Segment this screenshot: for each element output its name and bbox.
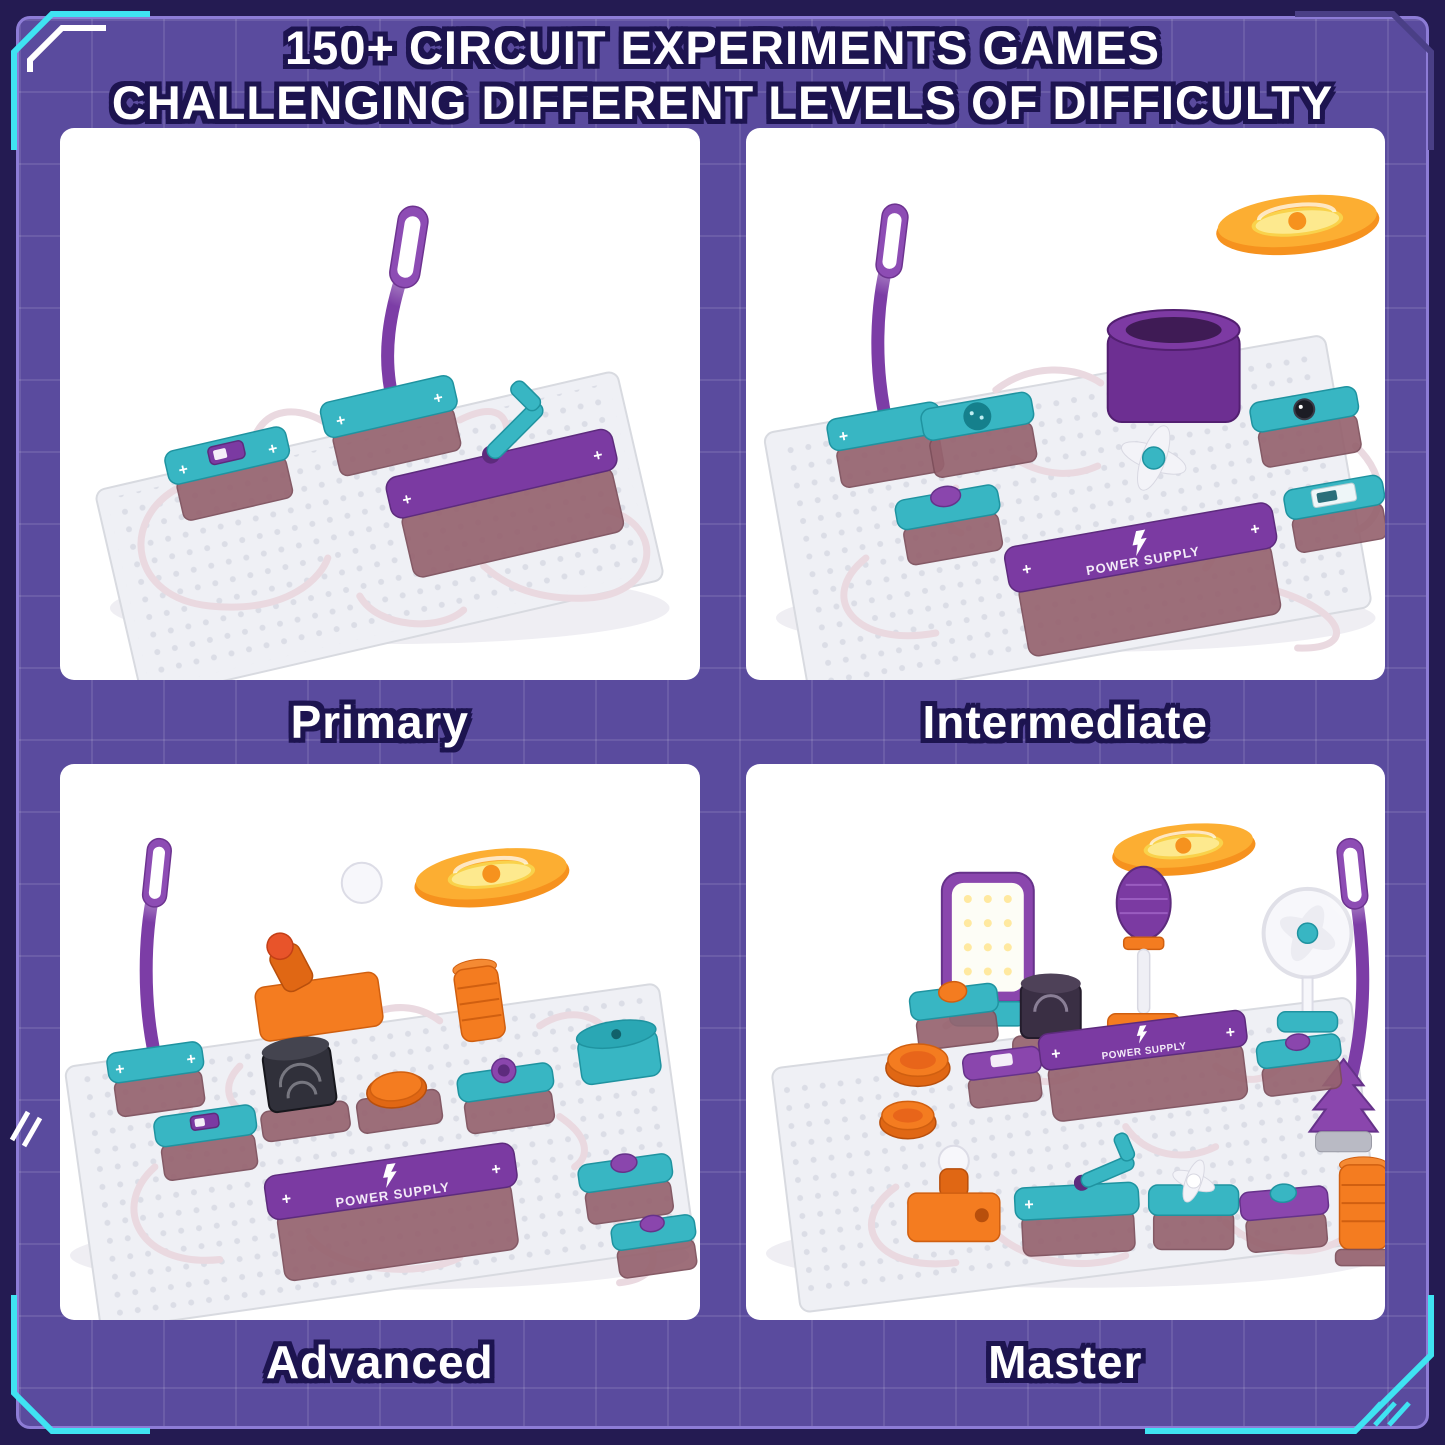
levels-grid: + + + + + + — [60, 128, 1385, 1404]
master-kit-photo: + — [765, 823, 1385, 1313]
plus-mark: + — [1249, 521, 1261, 539]
display-block — [1282, 474, 1385, 554]
drum-block — [575, 1019, 662, 1086]
pillar-block — [1334, 1156, 1385, 1267]
button-block — [1238, 1183, 1329, 1253]
hand-fan-block — [1261, 886, 1354, 1033]
edge-tick-marks-icon — [9, 1110, 43, 1148]
ball-launcher-block — [906, 1144, 1001, 1243]
headline-line-2: CHALLENGING DIFFERENT LEVELS OF DIFFICUL… — [111, 76, 1334, 130]
master-photo-panel: + — [745, 764, 1385, 1320]
usb-lamp — [366, 188, 452, 407]
plus-mark: + — [334, 412, 347, 431]
speaker-block — [919, 391, 1037, 478]
plus-mark: + — [266, 440, 279, 459]
level-label-intermediate: Intermediate — [922, 696, 1209, 748]
lamp-base-block: + + — [106, 1041, 206, 1118]
plus-mark: + — [281, 1190, 293, 1209]
plus-mark: + — [490, 1160, 502, 1179]
flying-disc — [414, 848, 570, 908]
level-card-master: + — [745, 764, 1385, 1404]
level-card-primary: + + + + + + — [60, 128, 700, 764]
corner-accent-top-right-icon — [1295, 11, 1434, 150]
dome-button-block — [908, 980, 999, 1051]
crank-handle-icon — [1073, 1132, 1135, 1191]
lightning-bolt-icon — [383, 1163, 397, 1189]
dome-button-block — [355, 1071, 444, 1134]
plus-mark: + — [1020, 561, 1032, 579]
flying-disc — [1215, 194, 1379, 256]
plus-mark: + — [177, 461, 190, 480]
plus-mark: + — [114, 1060, 126, 1079]
primary-photo-panel: + + + + + + — [60, 128, 700, 680]
plus-mark: + — [837, 428, 849, 446]
pillar-block — [452, 958, 506, 1043]
crank-handle-icon — [482, 380, 544, 464]
launcher-block — [254, 932, 384, 1042]
mini-fan-block — [1147, 1159, 1239, 1251]
camera-block — [1248, 385, 1362, 468]
crank-power-block: + + — [385, 380, 625, 578]
knob-block — [456, 1057, 556, 1135]
corner-accent-bottom-right-icon — [1145, 1295, 1434, 1434]
usb-lamp — [122, 822, 192, 1063]
advanced-kit-photo: + + — [64, 822, 698, 1320]
plus-mark: + — [1050, 1044, 1061, 1063]
switch-block: + + — [164, 426, 294, 521]
advanced-photo-panel: + + — [60, 764, 700, 1320]
button-block — [894, 484, 1003, 566]
level-label-master: Master — [988, 1336, 1143, 1388]
lamp-base-block: + + — [319, 374, 462, 477]
level-label-advanced: Advanced — [265, 1336, 494, 1388]
level-card-advanced: + + — [60, 764, 700, 1404]
black-fan-block — [260, 1036, 351, 1143]
lightning-bolt-icon — [1136, 1025, 1147, 1044]
plus-mark: + — [401, 491, 414, 510]
power-supply-block: POWER SUPPLY + + — [1003, 502, 1281, 657]
level-card-intermediate: + + — [745, 128, 1385, 764]
propeller-fan-icon — [1120, 425, 1186, 491]
button-block — [1255, 1033, 1342, 1097]
plus-mark: + — [1023, 1195, 1033, 1214]
plus-mark: + — [1224, 1023, 1235, 1042]
corner-accent-top-left-icon — [11, 11, 150, 150]
headline: 150+ CIRCUIT EXPERIMENTS GAMES CHALLENGI… — [0, 20, 1445, 131]
round-button-piece — [884, 1043, 951, 1088]
intermediate-kit-photo: + + — [763, 188, 1385, 680]
crank-block: + — [1013, 1132, 1140, 1257]
level-label-primary: Primary — [290, 696, 469, 748]
plus-mark: + — [592, 447, 605, 466]
power-supply-block: POWER SUPPLY + + — [263, 1142, 519, 1282]
corner-accent-bottom-left-icon — [11, 1295, 150, 1434]
round-button-piece — [878, 1100, 937, 1140]
headline-line-1: 150+ CIRCUIT EXPERIMENTS GAMES — [285, 21, 1160, 74]
lightning-bolt-icon — [1132, 529, 1147, 557]
switch-block — [153, 1104, 259, 1181]
cables — [137, 408, 651, 628]
button-block — [577, 1153, 674, 1225]
microphone-block — [1106, 865, 1180, 1041]
primary-kit-photo: + + + + + + — [95, 188, 670, 680]
plus-mark: + — [432, 389, 445, 408]
power-supply-block: POWER SUPPLY + + — [1037, 1009, 1248, 1122]
button-block — [610, 1214, 698, 1279]
plus-mark: + — [185, 1050, 197, 1069]
usb-lamp — [853, 188, 930, 427]
flying-disc — [1111, 823, 1255, 876]
fan-tower-block — [1106, 309, 1241, 423]
lamp-base-block: + + — [825, 401, 944, 488]
intermediate-photo-panel: + + — [745, 128, 1385, 680]
white-ball — [340, 861, 383, 905]
switch-block — [961, 1045, 1043, 1109]
